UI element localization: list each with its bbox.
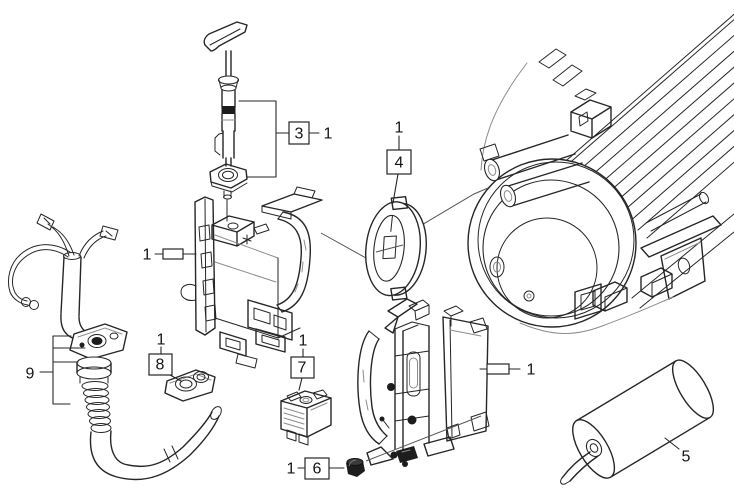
oval-seal-part	[365, 196, 427, 301]
dipstick-part	[203, 21, 248, 222]
callout-box-3	[288, 121, 310, 145]
callout-ref-1-of-7: 1	[299, 333, 308, 350]
callout-number-6: 6	[313, 461, 322, 478]
callout-item-9: 9	[26, 335, 86, 405]
callout-number-5: 5	[682, 449, 691, 466]
grommet-part	[346, 458, 365, 477]
motor-assembly-part	[467, 13, 734, 334]
callout-item-7: 1 7	[290, 333, 315, 391]
callout-number-9: 9	[26, 366, 35, 383]
power-cord-part	[7, 213, 222, 481]
callout-item-8: 1 8	[148, 332, 182, 382]
callout-housing-ref-1: 1	[479, 362, 536, 379]
callout-ref-1-of-8: 1	[157, 332, 166, 349]
callout-box-8	[148, 353, 173, 376]
callout-number-7: 7	[298, 360, 307, 377]
callout-item-4: 1 4	[386, 120, 412, 204]
electronics-bracket-part	[180, 186, 323, 369]
callout-ref-1-of-6: 1	[287, 461, 296, 478]
alignment-line-grommet	[365, 415, 482, 462]
switch-block-part	[280, 389, 332, 446]
callout-ref-1-of-3: 1	[324, 126, 333, 143]
callout-bracket-ref-1: 1	[143, 247, 197, 264]
callout-number-3: 3	[295, 126, 304, 143]
switch-housing-part	[357, 298, 490, 467]
callout-box-4	[386, 149, 412, 175]
callout-number-4: 4	[395, 155, 404, 172]
callout-item-6: 1 6	[287, 457, 345, 480]
seal-plate-part	[164, 369, 216, 402]
alignment-line-seal-inner	[375, 244, 404, 253]
callout-number-8: 8	[156, 357, 165, 374]
callout-ref-1-bracket: 1	[143, 247, 152, 264]
capacitor-part	[560, 359, 715, 485]
callout-item-5: 5	[664, 437, 691, 466]
callout-ref-1-housing: 1	[527, 362, 536, 379]
callout-ref-1-of-4: 1	[395, 120, 404, 137]
callout-item-3: 3 1	[238, 100, 333, 178]
